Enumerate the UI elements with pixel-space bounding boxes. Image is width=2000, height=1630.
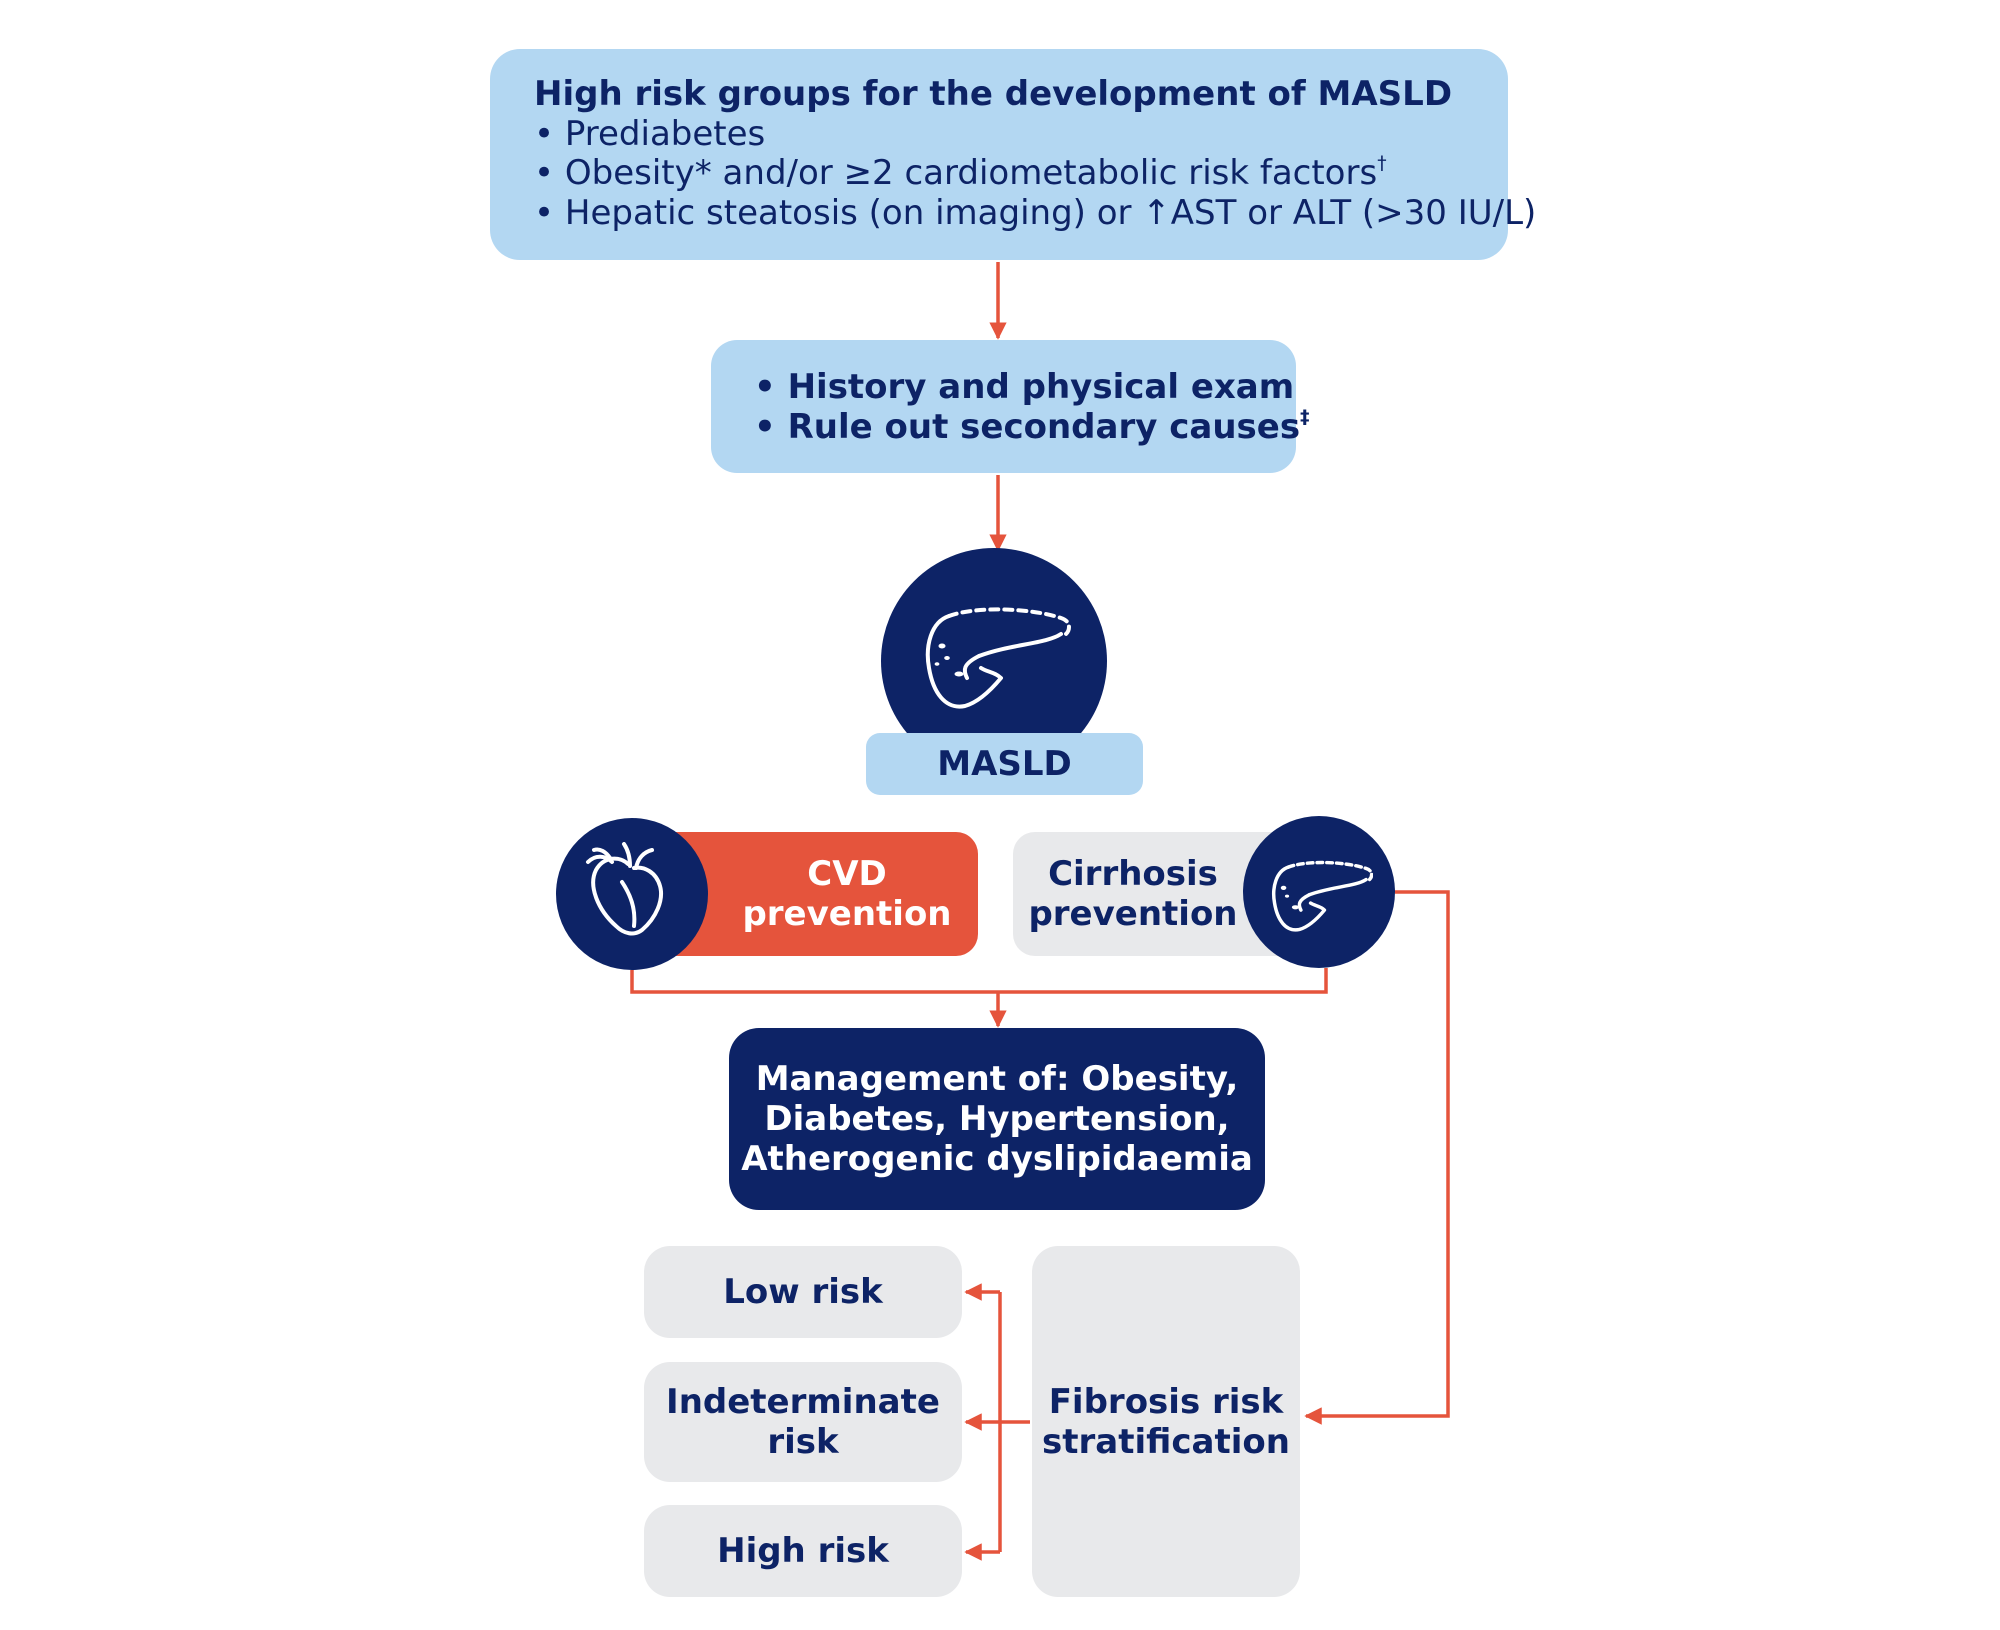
history-line-2: Rule out secondary causes‡ bbox=[754, 407, 1310, 447]
cirrhosis-icon-circle bbox=[1243, 816, 1395, 968]
high-risk-groups-title: High risk groups for the development of … bbox=[534, 74, 1453, 114]
heart-icon bbox=[586, 842, 663, 936]
fibrosis-line-2: stratification bbox=[1042, 1421, 1290, 1462]
management-box: Management of: Obesity, Diabetes, Hypert… bbox=[729, 1028, 1265, 1210]
history-exam-box: History and physical exam Rule out secon… bbox=[711, 340, 1310, 473]
footnote-dagger: † bbox=[1377, 153, 1387, 175]
bullet-hepatic-steatosis: Hepatic steatosis (on imaging) or ↑AST o… bbox=[534, 193, 1536, 234]
cirrhosis-line-2: prevention bbox=[1028, 894, 1238, 934]
cvd-prevention-box: CVD prevention bbox=[658, 832, 978, 956]
indeterminate-risk-box: Indeterminate risk bbox=[644, 1362, 962, 1482]
bullet-obesity: Obesity* and/or ≥2 cardiometabolic risk … bbox=[534, 153, 1508, 194]
cvd-line-1: CVD bbox=[807, 854, 887, 894]
high-risk-groups-box: High risk groups for the development of … bbox=[490, 49, 1536, 260]
footnote-double-dagger: ‡ bbox=[1300, 406, 1310, 428]
arrow-cirrhosis-to-fibrosis bbox=[1304, 890, 1450, 1425]
cvd-line-2: prevention bbox=[742, 894, 952, 934]
high-risk-label: High risk bbox=[717, 1531, 889, 1571]
management-line-1: Management of: Obesity, bbox=[755, 1059, 1239, 1099]
management-line-2: Diabetes, Hypertension, bbox=[764, 1099, 1230, 1139]
connector-cvd-cirrhosis-merge bbox=[630, 968, 1328, 994]
heart-icon-circle bbox=[556, 818, 708, 970]
masld-label: MASLD bbox=[866, 733, 1143, 795]
liver-icon bbox=[1272, 860, 1373, 932]
high-risk-box: High risk bbox=[644, 1505, 962, 1597]
bullet-obesity-text: Obesity* and/or ≥2 cardiometabolic risk … bbox=[564, 153, 1378, 193]
low-risk-label: Low risk bbox=[723, 1272, 883, 1312]
indeterminate-risk-line-1: Indeterminate bbox=[666, 1382, 940, 1422]
history-line-2-text: Rule out secondary causes bbox=[787, 406, 1301, 447]
indeterminate-risk-line-2: risk bbox=[767, 1422, 839, 1462]
fibrosis-risk-box: Fibrosis risk stratification bbox=[1032, 1246, 1300, 1597]
management-line-3: Atherogenic dyslipidaemia bbox=[741, 1139, 1253, 1179]
bullet-prediabetes: Prediabetes bbox=[534, 114, 1508, 155]
history-line-1: History and physical exam bbox=[754, 367, 1296, 407]
low-risk-box: Low risk bbox=[644, 1246, 962, 1338]
cirrhosis-line-1: Cirrhosis bbox=[1048, 854, 1218, 894]
fibrosis-line-1: Fibrosis risk bbox=[1048, 1381, 1284, 1422]
liver-icon bbox=[925, 607, 1071, 709]
